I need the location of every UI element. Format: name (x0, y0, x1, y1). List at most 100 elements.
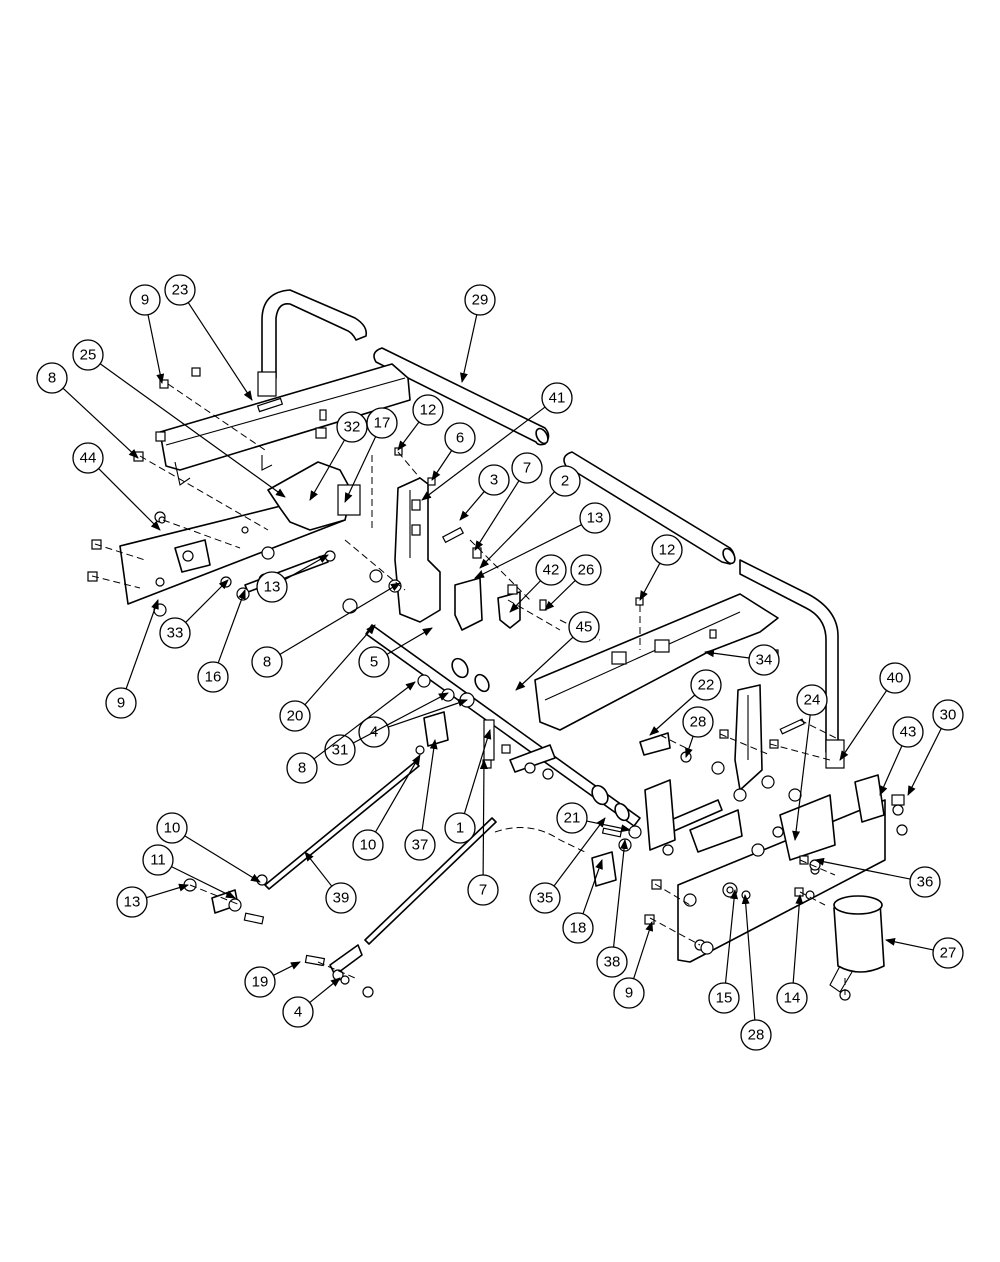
callout-leader (479, 759, 488, 876)
callout-leader (187, 302, 253, 401)
callout-leader (586, 820, 631, 833)
callout-circle (570, 554, 602, 586)
callout-6: 6 (431, 422, 476, 481)
callout-label: 16 (205, 669, 222, 686)
callout-20: 20 (279, 624, 376, 732)
callout-9: 9 (129, 284, 165, 384)
callout-circle (72, 442, 104, 474)
callout-label: 5 (370, 654, 378, 671)
callout-label: 4 (294, 1004, 302, 1021)
left-handle (257, 289, 368, 397)
rod-end-lower (329, 944, 363, 981)
callout-leader (125, 599, 159, 690)
callout-leader (387, 699, 468, 728)
right-bracket-2 (454, 577, 483, 631)
callout-label: 28 (748, 1027, 765, 1044)
callout-leader (792, 894, 804, 984)
bar-35 (563, 451, 736, 565)
callout-label: 28 (690, 714, 707, 731)
callout-leader (386, 627, 433, 655)
callout-label: 12 (420, 402, 437, 419)
callout-34: 34 (704, 644, 780, 676)
callout-leader (273, 961, 301, 976)
callout-label: 36 (917, 874, 934, 891)
callout-leader (474, 480, 520, 551)
callout-21: 21 (556, 802, 631, 834)
callout-32: 32 (309, 411, 368, 501)
callout-12: 12 (397, 394, 444, 451)
callout-10: 10 (156, 812, 261, 883)
bushing-37 (423, 711, 449, 747)
callout-label: 34 (756, 652, 773, 669)
callout-leader (374, 754, 421, 833)
callout-label: 44 (80, 450, 97, 467)
callout-circle (511, 452, 543, 484)
callout-leader (544, 580, 576, 611)
callout-circle (336, 411, 368, 443)
callout-circle (748, 644, 780, 676)
callout-leader (741, 894, 756, 1021)
callout-label: 20 (287, 708, 304, 725)
right-tower (734, 684, 763, 791)
callout-2: 2 (479, 465, 581, 569)
callout-circle (682, 706, 714, 738)
callout-leader (304, 624, 376, 706)
callout-circle (116, 886, 148, 918)
callout-label: 12 (659, 542, 676, 559)
callout-label: 9 (141, 292, 149, 309)
callout-label: 2 (561, 473, 569, 490)
callout-circle (444, 422, 476, 454)
callout-circle (556, 802, 588, 834)
callout-label: 24 (804, 692, 821, 709)
callout-circle (197, 661, 229, 693)
callout-circle (579, 502, 611, 534)
callout-13: 13 (116, 883, 189, 918)
callout-13: 13 (474, 502, 611, 579)
callout-circle (796, 684, 828, 716)
callout-16: 16 (197, 589, 246, 693)
rod-lower (364, 817, 497, 945)
callout-circle (932, 937, 964, 969)
callout-label: 7 (523, 460, 531, 477)
callout-label: 9 (625, 985, 633, 1002)
callout-leader (279, 582, 401, 655)
callout-leader (633, 921, 654, 979)
callout-leader (184, 835, 261, 883)
callout-label: 6 (456, 430, 464, 447)
callout-leader (217, 589, 246, 664)
callout-leader (431, 450, 453, 481)
callout-label: 7 (479, 882, 487, 899)
callout-circle (325, 882, 357, 914)
callout-label: 17 (374, 415, 391, 432)
callout-33: 33 (159, 579, 229, 649)
callout-circle (651, 534, 683, 566)
callout-label: 13 (124, 894, 141, 911)
callout-13: 13 (256, 554, 329, 603)
callout-circle (596, 946, 628, 978)
callout-circle (708, 982, 740, 1014)
callout-circle (613, 977, 645, 1009)
callout-leader (344, 436, 377, 503)
callout-label: 15 (716, 990, 733, 1007)
callout-label: 29 (472, 292, 489, 309)
callout-circle (358, 646, 390, 678)
callout-36: 36 (814, 857, 941, 898)
callout-label: 39 (333, 890, 350, 907)
callout-circle (464, 284, 496, 316)
callout-label: 33 (167, 625, 184, 642)
callout-circle (932, 699, 964, 731)
callout-leader (515, 636, 574, 691)
callout-circle (444, 812, 476, 844)
callout-leader (284, 554, 329, 581)
callout-3: 3 (459, 464, 510, 521)
callout-label: 8 (298, 760, 306, 777)
callout-label: 13 (587, 510, 604, 527)
callout-leader (509, 580, 541, 613)
callout-12: 12 (639, 534, 683, 601)
callout-leader (309, 977, 341, 1004)
callout-leader (639, 562, 661, 601)
bar-29 (373, 347, 550, 446)
callout-leader (98, 468, 161, 531)
callout-5: 5 (358, 627, 433, 678)
